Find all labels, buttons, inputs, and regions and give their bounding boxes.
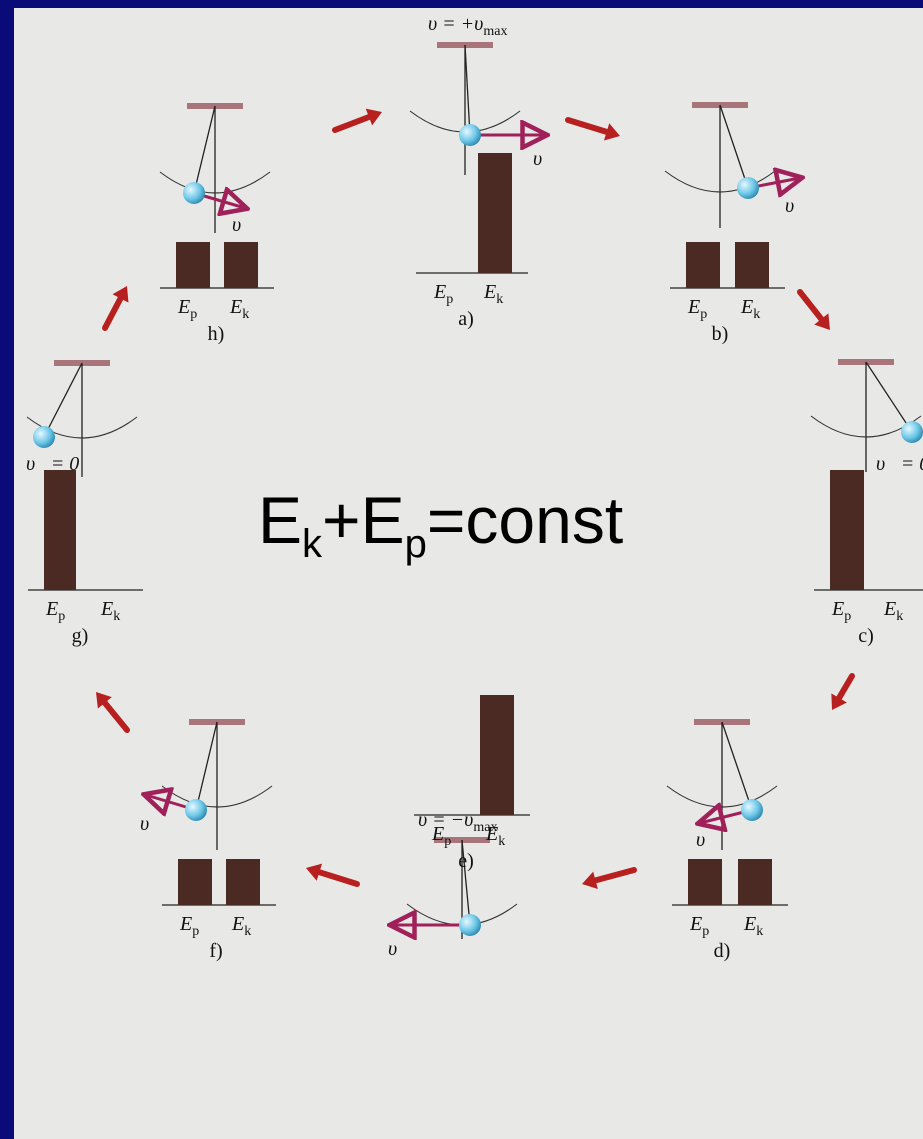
pendulum-ball — [741, 799, 763, 821]
panel-caption: f) — [209, 940, 222, 962]
pendulum-ball — [459, 914, 481, 936]
cycle-arrow — [332, 108, 382, 133]
ep-label: Ep — [831, 598, 851, 624]
formula-ep-base: E — [360, 483, 405, 557]
cycle-arrow — [96, 692, 130, 733]
panel-caption: b) — [712, 323, 729, 345]
cycle-arrow — [582, 867, 637, 890]
ek-label: Ek — [485, 823, 505, 849]
potential-energy-bar — [178, 859, 212, 905]
pendulum-string — [719, 104, 749, 189]
cycle-arrow — [565, 117, 620, 141]
potential-energy-bar — [830, 470, 864, 590]
velocity-label: υ⃗ — [388, 938, 413, 960]
formula-plus: + — [322, 483, 361, 557]
ep-label: Ep — [177, 296, 197, 322]
kinetic-energy-bar — [738, 859, 772, 905]
velocity-label: υ⃗ — [140, 813, 165, 835]
potential-energy-bar — [44, 470, 76, 590]
pendulum-string — [865, 361, 913, 433]
ek-label: Ek — [740, 296, 760, 322]
ep-label: Ep — [687, 296, 707, 322]
cycle-arrow — [102, 286, 129, 331]
ek-label: Ek — [229, 296, 249, 322]
cycle-arrow — [831, 673, 855, 710]
velocity-label: υ⃗ — [232, 214, 257, 236]
panel-b: υ⃗ Ep Ek b) — [664, 102, 810, 345]
pendulum-string — [461, 839, 471, 926]
pendulum-ball — [33, 426, 55, 448]
potential-energy-bar — [688, 859, 722, 905]
panel-d: υ⃗ Ep Ek d) — [666, 719, 788, 962]
ek-label: Ek — [100, 598, 120, 624]
pendulum-string — [195, 721, 218, 811]
pendulum-ball — [737, 177, 759, 199]
velocity-label: υ⃗ — [533, 148, 558, 170]
velocity-value: υ⃗= 0 — [876, 453, 923, 475]
ek-label: Ek — [483, 281, 503, 307]
panel-caption: g) — [72, 625, 89, 647]
energy-conservation-formula: Ek+Ep=const — [258, 487, 623, 564]
pendulum-string — [721, 721, 753, 811]
velocity-label: υ⃗ — [696, 829, 721, 851]
panel-caption: c) — [858, 625, 874, 647]
swing-arc — [159, 171, 271, 194]
formula-ep-sub: p — [404, 522, 427, 566]
ep-label: Ep — [179, 913, 199, 939]
panel-c: Ep Ek c) υ⃗= 0 — [810, 359, 923, 647]
panel-caption: h) — [208, 323, 225, 345]
formula-ek-sub: k — [302, 522, 323, 566]
pendulum-ball — [185, 799, 207, 821]
pendulum-string — [193, 105, 216, 194]
panel-h: υ⃗ Ep Ekh) — [159, 103, 274, 345]
scanned-figure — [14, 8, 923, 1139]
ek-label: Ek — [231, 913, 251, 939]
kinetic-energy-bar — [735, 242, 769, 288]
ek-label: Ek — [883, 598, 903, 624]
potential-energy-bar — [686, 242, 720, 288]
cycle-arrow — [797, 289, 830, 330]
swing-arc — [664, 170, 776, 193]
cycle-arrow — [306, 863, 360, 887]
velocity-label: υ⃗ — [785, 195, 810, 217]
ep-label: Ep — [431, 823, 451, 849]
panel-f: υ⃗ Ep Ek f) — [140, 719, 276, 962]
kinetic-energy-bar — [226, 859, 260, 905]
panel-e: υ⃗ Ep Ek e) υ = −υmax — [388, 695, 530, 960]
panel-a: υ⃗ Ep Ek a) υ = +υmax — [409, 13, 558, 330]
velocity-value: υ = +υmax — [428, 13, 507, 39]
ek-label: Ek — [743, 913, 763, 939]
panel-caption: d) — [714, 940, 731, 962]
panel-g: Ep Ek g) υ⃗= 0 — [26, 360, 143, 647]
ep-label: Ep — [433, 281, 453, 307]
ep-label: Ep — [45, 598, 65, 624]
velocity-value: υ = −υmax — [418, 809, 497, 835]
potential-energy-bar — [176, 242, 210, 288]
pendulum-ball — [459, 124, 481, 146]
kinetic-energy-bar — [480, 695, 514, 815]
pendulum-string — [464, 44, 471, 136]
panel-caption: e) — [458, 850, 474, 872]
pendulum-ball — [901, 421, 923, 443]
formula-ek-base: E — [258, 483, 303, 557]
formula-rest: =const — [426, 483, 624, 557]
pendulum-string — [43, 362, 83, 438]
kinetic-energy-bar — [224, 242, 258, 288]
panel-caption: a) — [458, 308, 474, 330]
pendulum-ball — [183, 182, 205, 204]
ep-label: Ep — [689, 913, 709, 939]
kinetic-energy-bar — [478, 153, 512, 273]
velocity-value: υ⃗= 0 — [26, 453, 79, 475]
swing-arc — [26, 416, 138, 439]
